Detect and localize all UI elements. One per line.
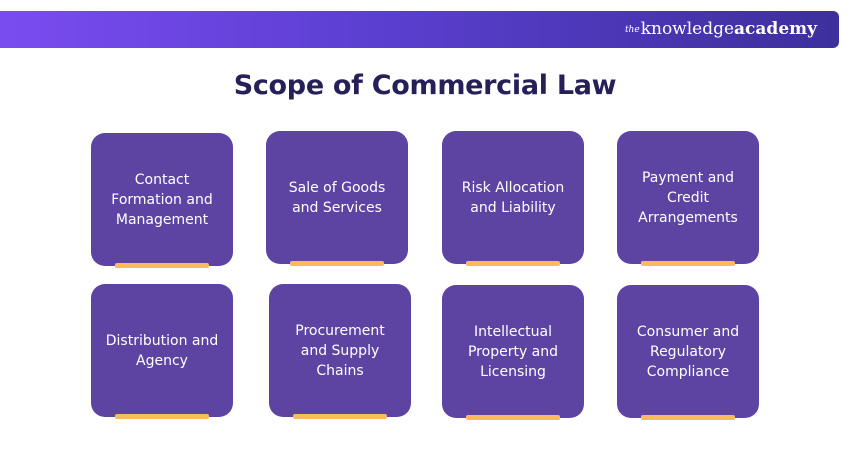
card-label: Payment and Credit Arrangements — [638, 169, 738, 226]
scope-card-distribution-agency: Distribution and Agency — [91, 284, 233, 419]
scope-card-intellectual-property: Intellectual Property and Licensing — [442, 285, 584, 420]
card-accent-bar — [466, 261, 560, 266]
card-label: Intellectual Property and Licensing — [467, 323, 559, 380]
card-accent-bar — [115, 263, 209, 268]
header-banner: theknowledgeacademy — [0, 11, 839, 48]
card-accent-bar — [466, 415, 560, 420]
card-accent-bar — [641, 415, 735, 420]
logo-the-text: the — [624, 25, 640, 35]
card-accent-bar — [293, 414, 387, 419]
card-label: Distribution and Agency — [105, 332, 219, 369]
scope-card-contact-formation: Contact Formation and Management — [91, 133, 233, 268]
card-accent-bar — [115, 414, 209, 419]
scope-card-consumer-compliance: Consumer and Regulatory Compliance — [617, 285, 759, 420]
card-label: Consumer and Regulatory Compliance — [636, 323, 740, 380]
knowledge-academy-logo[interactable]: theknowledgeacademy — [625, 19, 817, 39]
scope-card-payment-credit: Payment and Credit Arrangements — [617, 131, 759, 266]
scope-card-risk-allocation: Risk Allocation and Liability — [442, 131, 584, 266]
card-label: Contact Formation and Management — [111, 171, 213, 228]
card-accent-bar — [290, 261, 384, 266]
page-title: Scope of Commercial Law — [233, 70, 617, 101]
logo-academy-text: academy — [734, 19, 817, 39]
logo-knowledge-text: knowledge — [640, 19, 735, 39]
card-label: Procurement and Supply Chains — [295, 322, 385, 379]
card-label: Sale of Goods and Services — [288, 179, 386, 216]
scope-card-sale-of-goods: Sale of Goods and Services — [266, 131, 408, 266]
card-accent-bar — [641, 261, 735, 266]
scope-card-procurement: Procurement and Supply Chains — [269, 284, 411, 419]
card-label: Risk Allocation and Liability — [461, 179, 565, 216]
